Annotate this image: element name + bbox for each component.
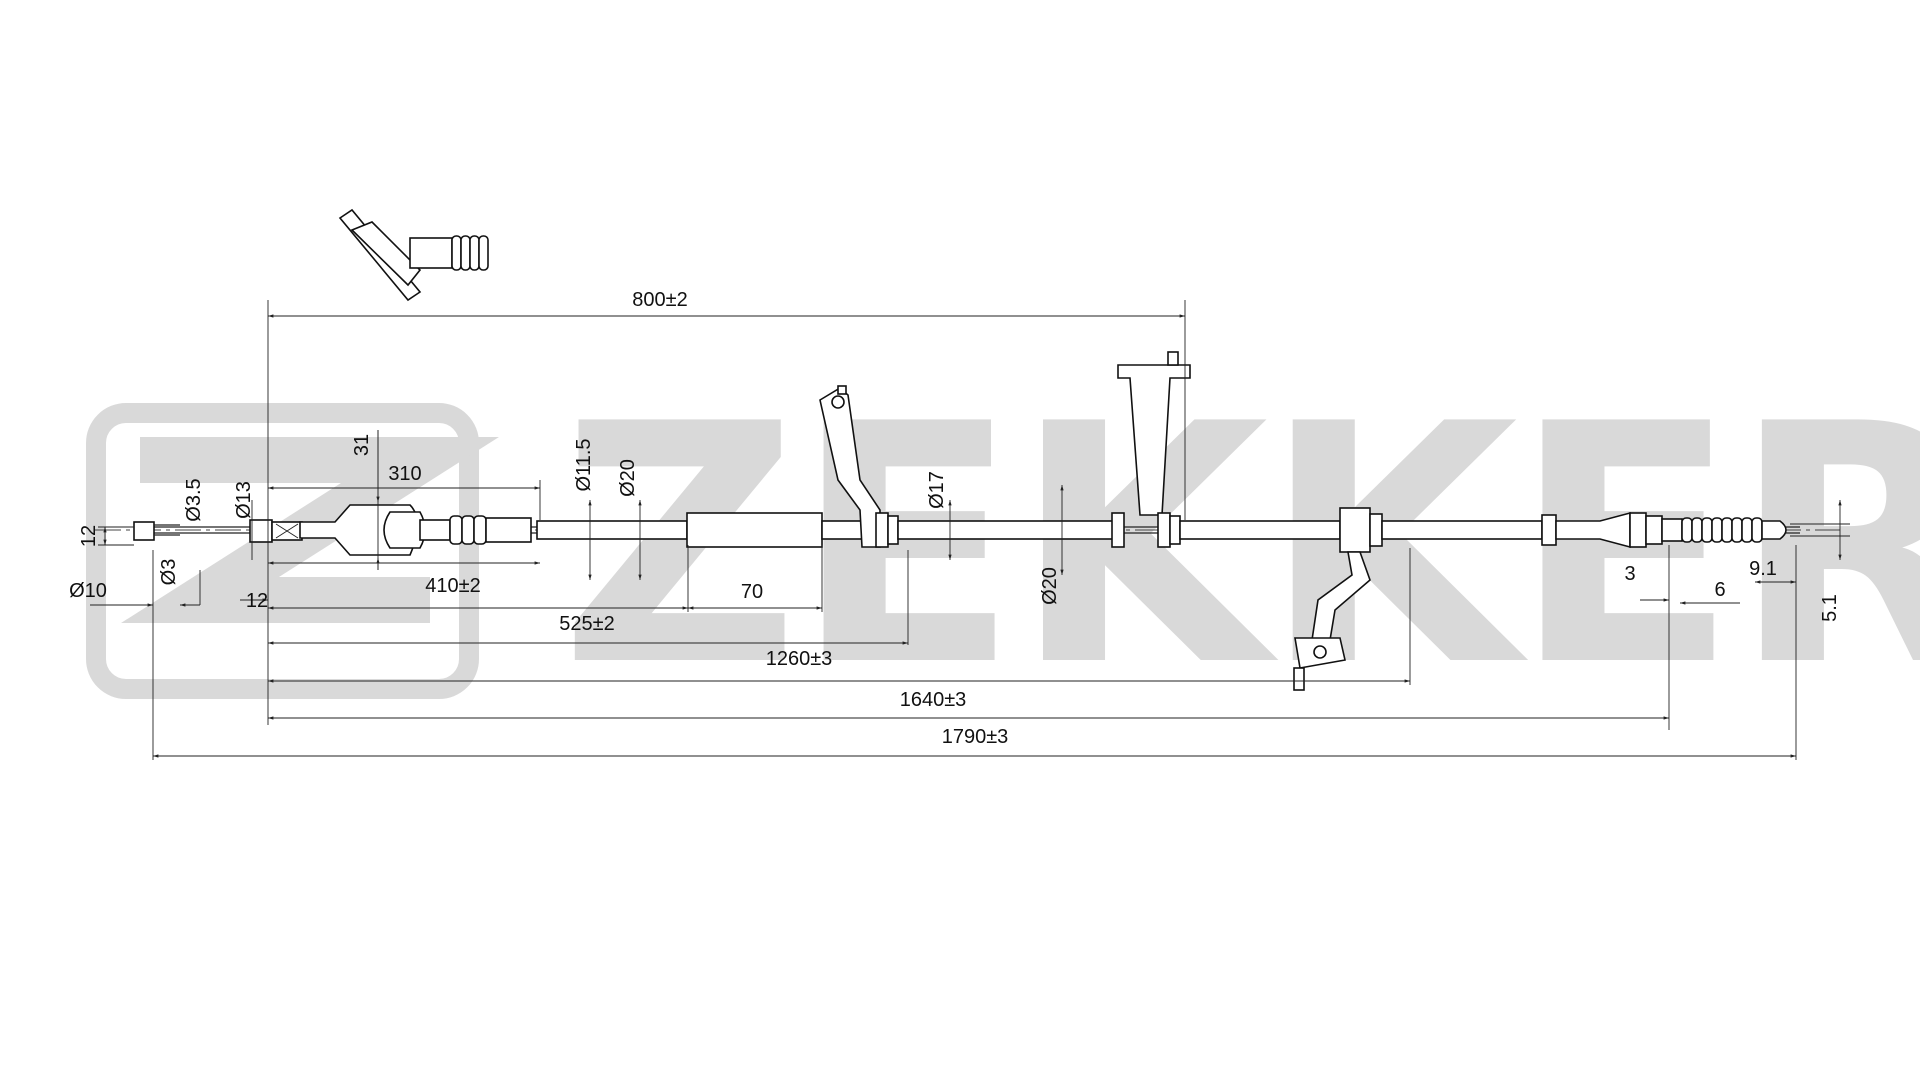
dim-3: 3 (1624, 563, 1635, 585)
dim-dia20-a: Ø20 (617, 459, 639, 497)
dim-800: 800±2 (632, 289, 687, 311)
dim-70: 70 (741, 581, 763, 603)
cable-assembly (95, 351, 1840, 691)
dim-dia10: Ø10 (69, 580, 107, 602)
sheath-sleeve (686, 512, 823, 548)
brand-watermark: ZEKKERT (86, 354, 1920, 738)
dimension-labels: 800±2 310 31 410±2 525±2 70 1260±3 1640±… (69, 289, 1841, 748)
detail-view-end (338, 208, 489, 302)
dim-12-left: 12 (78, 525, 100, 547)
dim-5-1: 5.1 (1819, 594, 1841, 622)
sheath-segment-c (897, 520, 1114, 540)
dim-dia13: Ø13 (233, 481, 255, 519)
clevis-eye (299, 504, 532, 556)
dim-6: 6 (1714, 579, 1725, 601)
dim-1640: 1640±3 (900, 689, 967, 711)
dim-dia3: Ø3 (158, 559, 180, 586)
bracket-2 (1111, 351, 1191, 548)
dimension-lines (90, 300, 1850, 760)
dim-dia11-5: Ø11.5 (573, 439, 595, 492)
bracket-3 (1293, 507, 1383, 691)
dim-12-bottom: 12 (246, 590, 268, 612)
dim-1260: 1260±3 (766, 648, 833, 670)
sheath-segment-d (1179, 520, 1341, 540)
dim-9-1: 9.1 (1749, 558, 1777, 580)
dim-310: 310 (388, 463, 421, 485)
dim-31: 31 (351, 434, 373, 456)
sheath-segment-a (536, 520, 688, 540)
dim-dia17: Ø17 (926, 471, 948, 509)
dim-410: 410±2 (425, 575, 480, 597)
bracket-1 (819, 385, 899, 548)
dim-dia3-5: Ø3.5 (183, 478, 205, 521)
right-end-fitting (1541, 511, 1787, 549)
dim-1790: 1790±3 (942, 726, 1009, 748)
left-end-nipple (133, 519, 303, 543)
sheath-segment-e (1381, 520, 1543, 540)
dim-dia20-b: Ø20 (1039, 567, 1061, 605)
dim-525: 525±2 (559, 613, 614, 635)
